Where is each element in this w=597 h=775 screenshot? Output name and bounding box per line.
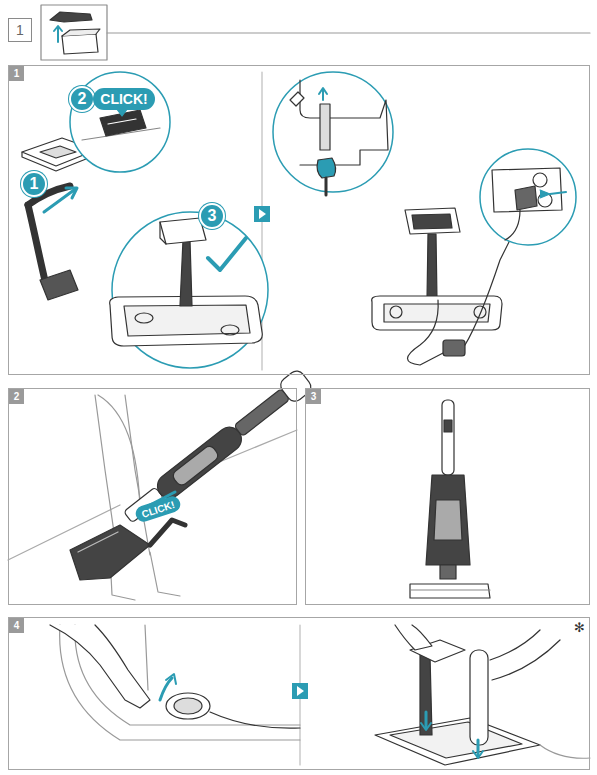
step-panel: 4 xyxy=(8,617,590,770)
callout-text: 1 xyxy=(30,175,39,193)
step-number: 2 xyxy=(9,389,24,404)
unpack-icon xyxy=(50,12,100,54)
cable-detail xyxy=(290,80,388,195)
step-arrow xyxy=(292,683,308,699)
click-badge: CLICK! xyxy=(93,88,155,110)
stand-assembly xyxy=(22,138,96,300)
callout-number: 2 xyxy=(69,86,95,112)
callout-number: 1 xyxy=(21,171,47,197)
step-number: 4 xyxy=(9,618,24,633)
wall-socket xyxy=(492,168,566,240)
step-box: 1 xyxy=(8,18,32,42)
callout-text: 3 xyxy=(208,207,217,225)
detail-circle xyxy=(273,72,393,192)
callout-text: 1 xyxy=(16,22,24,38)
callout-text: 2 xyxy=(78,90,87,108)
click-text: CLICK! xyxy=(140,499,176,520)
detail-circle xyxy=(70,72,170,172)
note-symbol: ✻ xyxy=(574,620,585,635)
stand-mounting xyxy=(375,625,590,765)
callout-number: 3 xyxy=(199,203,225,229)
vacuum-attach xyxy=(8,368,314,600)
step-panel: 2CLICK! xyxy=(8,388,297,605)
detail-circle xyxy=(480,149,576,245)
step-number: 3 xyxy=(306,389,321,404)
click-badge: CLICK! xyxy=(134,494,183,523)
assembled-stand xyxy=(110,218,263,346)
icon-box xyxy=(41,5,107,60)
vacuum-upright xyxy=(410,400,490,598)
click-text: CLICK! xyxy=(100,91,147,107)
step-arrow xyxy=(254,206,270,222)
step-panel: 3 xyxy=(305,388,590,605)
step-panel: 1 1 2 CLICK! 3 xyxy=(8,65,590,375)
cable-routing xyxy=(50,625,300,740)
header-rule xyxy=(107,32,590,33)
step-number: 1 xyxy=(9,66,24,81)
